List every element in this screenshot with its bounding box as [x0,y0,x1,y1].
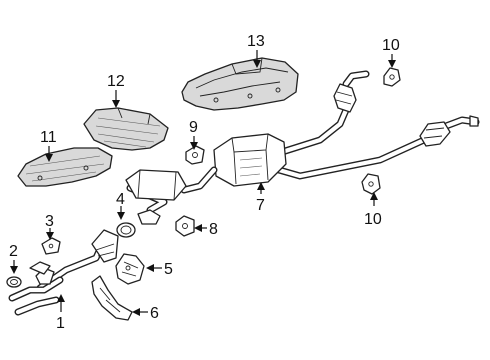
callout-3: 3 [45,213,54,230]
rear-resonator-lower [419,115,479,147]
heat-shield-13 [181,57,299,111]
front-pipe-1 [8,229,119,316]
callout-13: 13 [247,33,265,50]
muffler-7 [213,133,287,187]
callout-5: 5 [164,261,173,278]
hanger-9 [185,145,205,165]
front-resonator [125,169,187,201]
hanger-8 [175,215,195,237]
callout-1: 1 [56,315,65,332]
callout-10-lower: 10 [364,211,382,228]
heat-shield-11 [17,147,113,187]
callout-10-upper: 10 [382,37,400,54]
callout-8: 8 [209,221,218,238]
callout-7: 7 [256,197,265,214]
callout-9: 9 [189,119,198,136]
callout-6: 6 [150,305,159,322]
bracket-5 [115,253,145,285]
callout-2: 2 [9,243,18,260]
leader-lines [10,50,396,316]
gasket-2 [6,276,22,288]
gasket-4 [116,222,136,238]
hanger-10-lower [361,173,381,195]
callout-4: 4 [116,191,125,208]
callout-11: 11 [40,129,57,146]
rear-resonator-upper [333,83,357,113]
hanger-10-upper [383,67,401,87]
callout-numbers: 13 12 11 9 10 10 7 4 8 3 2 5 6 1 [9,33,400,332]
flange-near-4 [137,209,161,225]
heat-shield-12 [83,107,169,151]
callout-12: 12 [107,73,125,90]
bracket-3 [41,237,61,255]
heat-shield-6 [91,275,133,321]
